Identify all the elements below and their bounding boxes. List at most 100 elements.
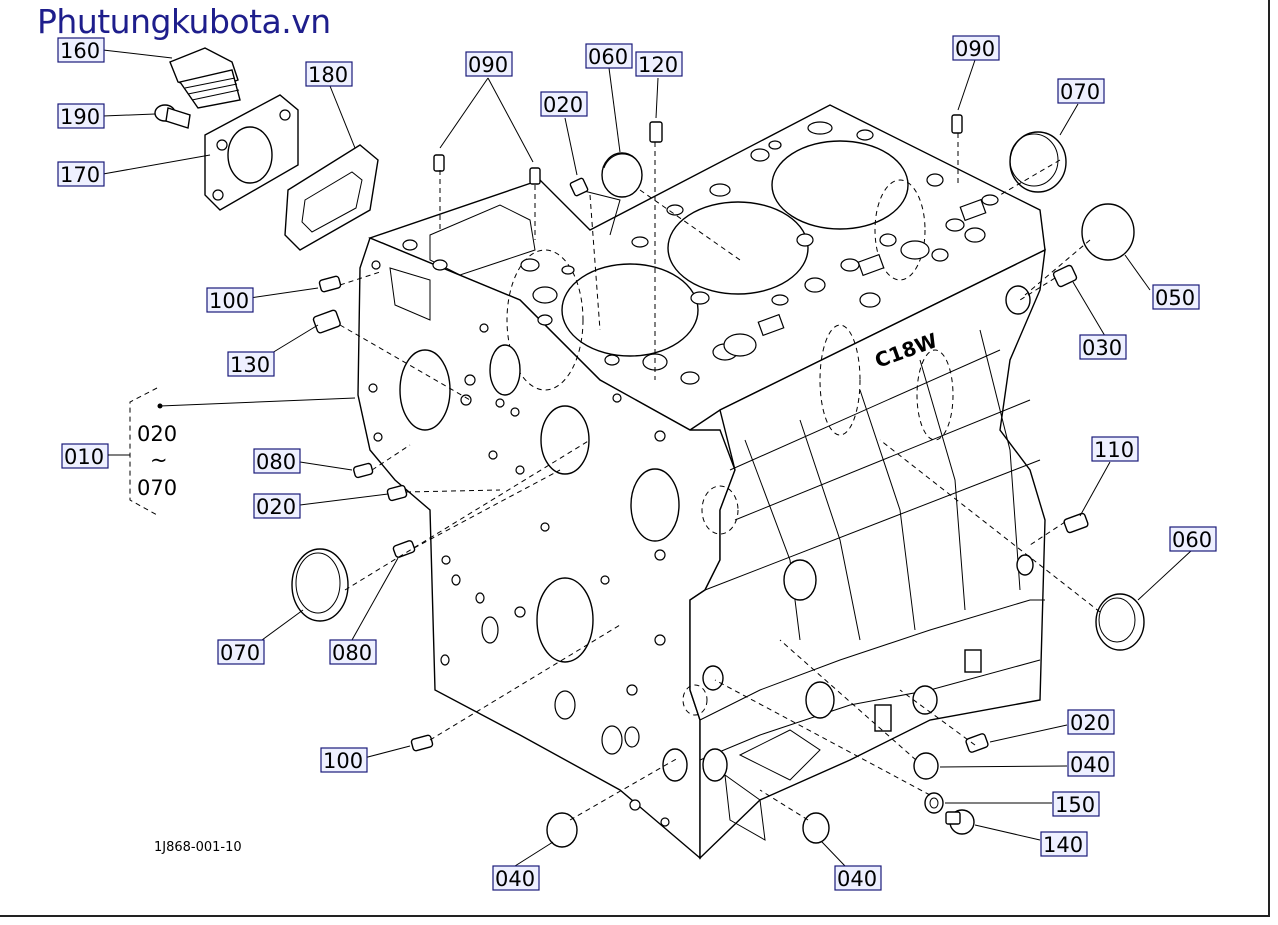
callout-label[interactable]: 050	[1152, 284, 1200, 310]
callout-label[interactable]: 160	[57, 37, 105, 63]
callout-text: 080	[332, 641, 372, 665]
part-100-dowel-upper[interactable]	[318, 275, 342, 293]
part-060-cup-top[interactable]	[601, 152, 643, 198]
part-080-sleeve-upper[interactable]	[352, 462, 374, 479]
callout-text: 070	[220, 641, 260, 665]
callout-box	[1052, 791, 1100, 817]
callout-label[interactable]: 060	[585, 43, 633, 69]
site-title[interactable]: Phutungkubota.vn	[37, 2, 331, 41]
part-020-plug-top[interactable]	[569, 177, 589, 197]
callout-label[interactable]: 070	[217, 639, 265, 665]
callout-box	[1067, 709, 1115, 735]
callout-box	[1067, 751, 1115, 777]
callout-text: 050	[1155, 286, 1195, 310]
alignment-lines	[339, 133, 1101, 821]
callout-label[interactable]: 040	[1067, 751, 1115, 777]
part-090-dowel-right[interactable]	[951, 114, 963, 134]
part-170-cover[interactable]	[204, 94, 299, 211]
callout-text: 020	[543, 93, 583, 117]
part-180-gasket[interactable]	[284, 144, 379, 251]
callout-label[interactable]: 120	[635, 51, 683, 77]
callout-label[interactable]: 150	[1052, 791, 1100, 817]
callout-box	[305, 61, 353, 87]
callout-text: 190	[60, 105, 100, 129]
callout-label[interactable]: 020	[1067, 709, 1115, 735]
part-070-cup-top-right[interactable]	[1009, 131, 1067, 193]
part-040-cap-lower-left[interactable]	[546, 812, 578, 848]
callout-label[interactable]: 080	[253, 448, 301, 474]
lower-front-details	[662, 285, 1034, 841]
part-040-cap-right[interactable]	[913, 752, 939, 780]
callout-box	[1057, 78, 1105, 104]
callout-label[interactable]: 040	[834, 865, 882, 891]
callout-box	[253, 493, 301, 519]
callout-box	[320, 747, 368, 773]
part-080-sleeve-lower[interactable]	[392, 540, 416, 558]
callout-label[interactable]: 080	[329, 639, 377, 665]
callout-text: 060	[588, 45, 628, 69]
callout-label[interactable]: 090	[465, 51, 513, 77]
part-110-dowel-right[interactable]	[1063, 512, 1089, 534]
part-090-dowel-left[interactable]	[433, 154, 445, 172]
callout-box	[635, 51, 683, 77]
leader-lines	[102, 49, 1193, 867]
leader-dot	[157, 403, 163, 409]
callout-text: 170	[60, 163, 100, 187]
callout-label[interactable]: 140	[1040, 831, 1088, 857]
callout-label[interactable]: 020	[540, 91, 588, 117]
callout-text: 180	[308, 63, 348, 87]
callout-label[interactable]: 060	[1169, 526, 1217, 552]
callout-text: 040	[837, 867, 877, 891]
callout-box	[253, 448, 301, 474]
callout-box	[585, 43, 633, 69]
range-tilde: ~	[150, 448, 168, 472]
part-020-plug-left[interactable]	[386, 484, 408, 502]
callout-text: 040	[495, 867, 535, 891]
cylinder-bores	[506, 140, 954, 441]
part-020-plug-right[interactable]	[965, 733, 989, 753]
callout-text: 030	[1082, 336, 1122, 360]
part-150-washer[interactable]	[924, 792, 944, 814]
part-120-pin[interactable]	[649, 121, 663, 143]
part-030-plug[interactable]	[1052, 264, 1078, 288]
callout-label[interactable]: 030	[1079, 334, 1127, 360]
callout-label[interactable]: 110	[1091, 436, 1139, 462]
group-code: 010	[64, 445, 104, 469]
callout-label[interactable]: 020	[253, 493, 301, 519]
part-040-cap-lower-mid[interactable]	[802, 812, 830, 844]
callout-text: 060	[1172, 528, 1212, 552]
part-100-dowel-lower[interactable]	[410, 734, 434, 752]
part-190-bolt[interactable]	[154, 104, 191, 129]
callout-label[interactable]: 100	[206, 287, 254, 313]
callout-box	[834, 865, 882, 891]
callout-label[interactable]: 100	[320, 747, 368, 773]
callout-text: 100	[209, 289, 249, 313]
callout-label[interactable]: 070	[1057, 78, 1105, 104]
callout-text: 070	[1060, 80, 1100, 104]
callout-text: 130	[230, 353, 270, 377]
range-to: 070	[137, 476, 177, 500]
callout-label[interactable]: 040	[492, 865, 540, 891]
part-160-plug[interactable]	[169, 47, 241, 109]
callout-label[interactable]: 180	[305, 61, 353, 87]
callout-text: 140	[1043, 833, 1083, 857]
callout-label[interactable]: 090	[952, 35, 1000, 61]
callout-label[interactable]: 190	[57, 103, 105, 129]
callout-box	[206, 287, 254, 313]
callout-box	[952, 35, 1000, 61]
callout-label[interactable]: 170	[57, 161, 105, 187]
callout-box	[1040, 831, 1088, 857]
part-070-seal-left[interactable]	[291, 548, 349, 622]
callout-text: 090	[955, 37, 995, 61]
drawing-number: 1J868-001-10	[154, 840, 242, 855]
callout-label[interactable]: 130	[227, 351, 275, 377]
callout-box	[329, 639, 377, 665]
part-140-plug[interactable]	[945, 809, 975, 835]
part-130-plug[interactable]	[312, 309, 341, 334]
callout-text: 020	[1070, 711, 1110, 735]
part-050-cup[interactable]	[1081, 203, 1135, 261]
part-060-seal-right[interactable]	[1095, 593, 1145, 651]
callout-text: 090	[468, 53, 508, 77]
part-090-dowel-mid[interactable]	[529, 167, 541, 185]
